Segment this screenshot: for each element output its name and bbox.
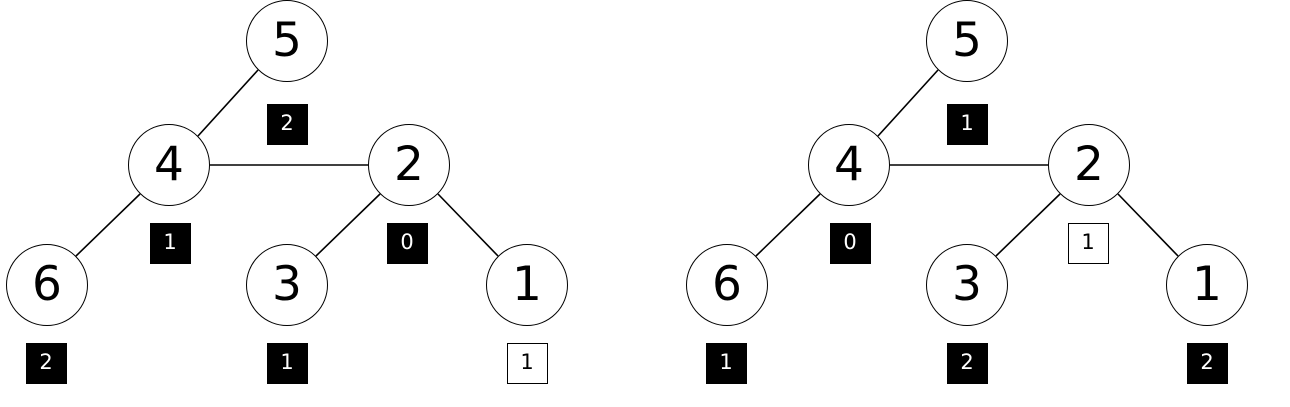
- tag-label: 1: [719, 349, 733, 374]
- tag-label: 1: [163, 229, 177, 254]
- graph-node-label: 1: [512, 256, 542, 312]
- tag-label: 0: [400, 229, 414, 254]
- tag-right-mid[interactable]: 0: [386, 222, 428, 264]
- tag-under-n1[interactable]: 1: [506, 342, 548, 384]
- graph-node-label: 3: [272, 256, 302, 312]
- tag-under-n6[interactable]: 1: [705, 342, 747, 384]
- graph-node-label: 6: [712, 256, 742, 312]
- graph-edge-n4-n5: [877, 69, 939, 137]
- tag-top[interactable]: 2: [266, 103, 308, 145]
- tag-left-mid[interactable]: 0: [829, 222, 871, 264]
- graph-node-2[interactable]: 2: [1048, 124, 1130, 206]
- tag-under-n3[interactable]: 1: [266, 342, 308, 384]
- tag-label: 0: [843, 229, 857, 254]
- tag-label: 2: [1200, 349, 1214, 374]
- graph-node-label: 6: [32, 256, 62, 312]
- tag-under-n3[interactable]: 2: [946, 342, 988, 384]
- tag-label: 1: [1081, 229, 1095, 254]
- graph-node-label: 2: [394, 136, 424, 192]
- graph-edge-n4-n6: [75, 193, 141, 257]
- graph-node-label: 1: [1192, 256, 1222, 312]
- graph-node-label: 2: [1074, 136, 1104, 192]
- graph-edge-n2-n1: [1117, 193, 1179, 257]
- tag-under-n1[interactable]: 2: [1186, 342, 1228, 384]
- tag-label: 2: [39, 349, 53, 374]
- tag-top[interactable]: 1: [946, 103, 988, 145]
- tag-label: 1: [520, 349, 534, 374]
- graph-node-6[interactable]: 6: [6, 244, 88, 326]
- graph-node-4[interactable]: 4: [808, 124, 890, 206]
- graph-node-2[interactable]: 2: [368, 124, 450, 206]
- graph-node-3[interactable]: 3: [926, 244, 1008, 326]
- graph-node-6[interactable]: 6: [686, 244, 768, 326]
- graph-node-1[interactable]: 1: [486, 244, 568, 326]
- graph-node-3[interactable]: 3: [246, 244, 328, 326]
- tag-label: 2: [960, 349, 974, 374]
- graph-node-5[interactable]: 5: [926, 0, 1008, 82]
- graph-edge-n2-n3: [995, 193, 1061, 257]
- right-graph: 5 4 2 6 3 1 1 0 1 1 2 2: [680, 0, 1290, 407]
- graph-node-4[interactable]: 4: [128, 124, 210, 206]
- tag-right-mid[interactable]: 1: [1067, 222, 1109, 264]
- graph-edge-n4-n6: [755, 193, 821, 257]
- graph-edge-n2-n1: [437, 193, 499, 257]
- graph-edge-n4-n5: [197, 69, 259, 137]
- tag-label: 1: [280, 349, 294, 374]
- graph-node-1[interactable]: 1: [1166, 244, 1248, 326]
- graph-node-label: 5: [952, 12, 982, 68]
- graph-node-label: 3: [952, 256, 982, 312]
- left-graph: 5 4 2 6 3 1 2 1 0 2 1 1: [6, 0, 568, 384]
- graph-edge-n2-n3: [315, 193, 381, 257]
- tag-left-mid[interactable]: 1: [149, 222, 191, 264]
- tag-under-n6[interactable]: 2: [25, 342, 67, 384]
- tag-label: 1: [960, 110, 974, 135]
- tag-label: 2: [280, 110, 294, 135]
- graph-node-label: 5: [272, 12, 302, 68]
- graph-node-label: 4: [834, 136, 864, 192]
- graph-node-5[interactable]: 5: [246, 0, 328, 82]
- graph-node-label: 4: [154, 136, 184, 192]
